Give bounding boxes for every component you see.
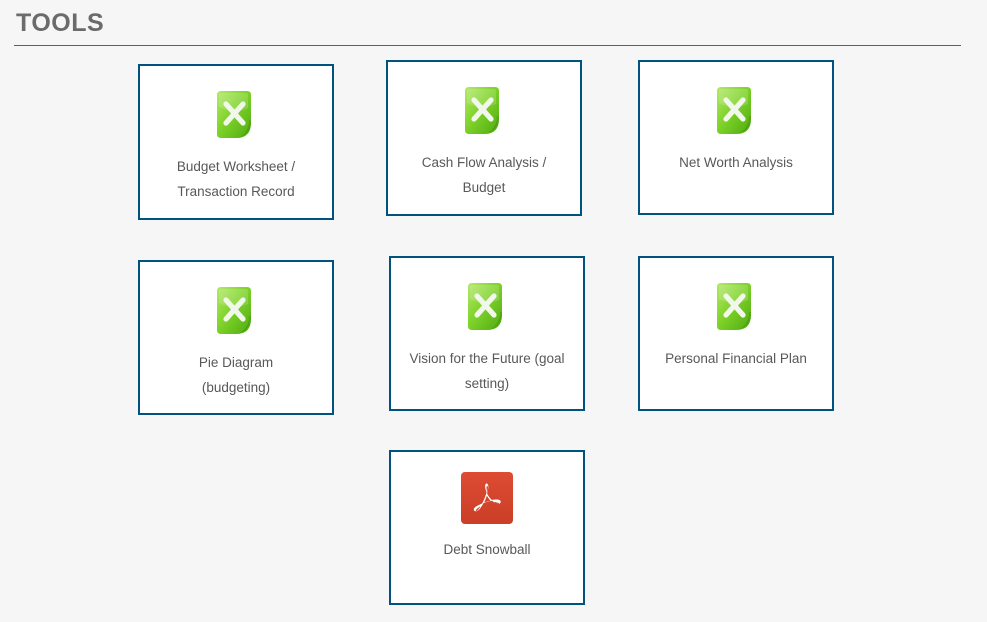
page-title: TOOLS [16, 9, 105, 37]
tool-card-label: Vision for the Future (goal setting) [397, 346, 577, 396]
tool-card-pie-diagram[interactable]: Pie Diagram (budgeting) [138, 260, 334, 415]
tool-card-label-line1: Vision for the Future (goal [409, 351, 565, 366]
tools-grid: Budget Worksheet / Transaction Record Ca… [0, 56, 987, 609]
excel-file-icon [213, 282, 259, 340]
tool-card-label-line1: Budget Worksheet / [176, 159, 296, 174]
tool-card-label-line2: Budget [462, 180, 506, 195]
tool-card-label: Debt Snowball [397, 537, 577, 562]
tool-card-label-line2: setting) [464, 376, 510, 391]
tool-card-budget-worksheet[interactable]: Budget Worksheet / Transaction Record [138, 64, 334, 220]
tools-row: Pie Diagram (budgeting) Vision for the F… [0, 252, 987, 449]
tool-card-personal-financial-plan[interactable]: Personal Financial Plan [638, 256, 834, 411]
tool-card-label-line1: Net Worth Analysis [679, 155, 793, 170]
tool-card-label: Cash Flow Analysis / Budget [394, 150, 574, 200]
tool-card-cash-flow-analysis[interactable]: Cash Flow Analysis / Budget [386, 60, 582, 216]
excel-file-icon [713, 82, 759, 140]
pdf-file-icon [460, 469, 514, 527]
page-header: TOOLS [14, 6, 961, 46]
tool-card-label-line1: Cash Flow Analysis / [421, 155, 547, 170]
tool-card-label: Personal Financial Plan [646, 346, 826, 371]
tool-card-label-line1: Pie Diagram [198, 355, 274, 370]
excel-file-icon [213, 86, 259, 144]
title-divider [14, 45, 961, 46]
tool-card-net-worth-analysis[interactable]: Net Worth Analysis [638, 60, 834, 215]
excel-file-icon [461, 82, 507, 140]
tool-card-label-line1: Debt Snowball [443, 542, 531, 557]
tool-card-label-line2: (budgeting) [201, 380, 271, 395]
tool-card-label: Net Worth Analysis [646, 150, 826, 175]
tool-card-label-line1: Personal Financial Plan [665, 351, 807, 366]
tool-card-vision-for-the-future[interactable]: Vision for the Future (goal setting) [389, 256, 585, 411]
tools-row: Budget Worksheet / Transaction Record Ca… [0, 56, 987, 252]
tool-card-label: Budget Worksheet / Transaction Record [146, 154, 326, 204]
excel-file-icon [464, 278, 510, 336]
tool-card-label-line2: Transaction Record [177, 184, 295, 199]
tool-card-label: Pie Diagram (budgeting) [146, 350, 326, 400]
tool-card-debt-snowball[interactable]: Debt Snowball [389, 450, 585, 605]
excel-file-icon [713, 278, 759, 336]
tools-row: Debt Snowball [0, 449, 987, 609]
